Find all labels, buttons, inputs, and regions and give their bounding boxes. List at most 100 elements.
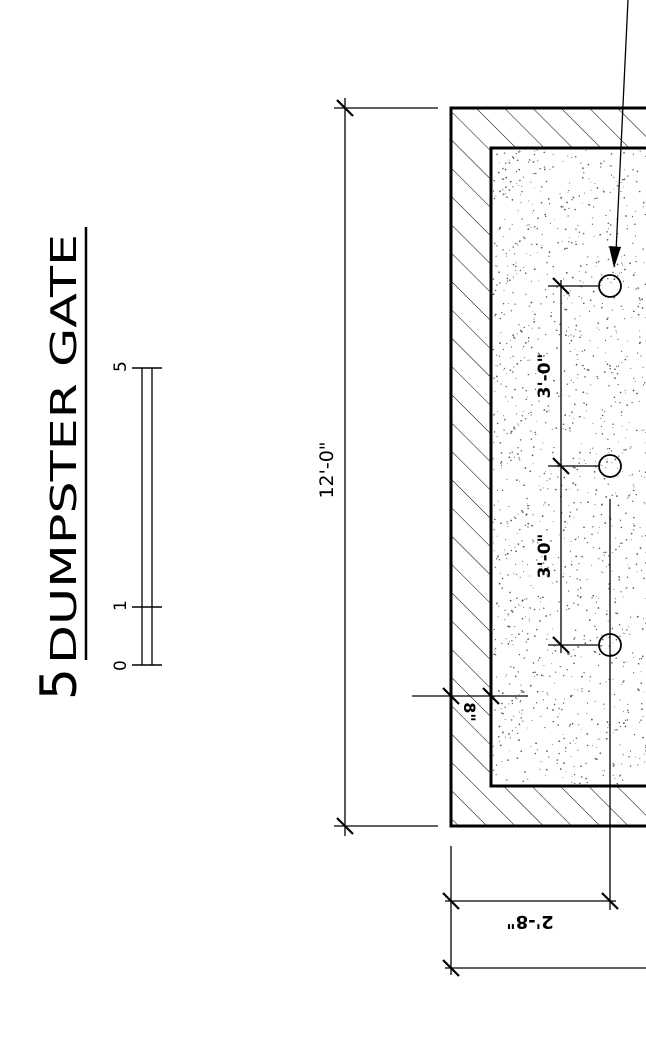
- stipple-dot: [575, 243, 577, 246]
- stipple-dot: [508, 615, 510, 617]
- stipple-dot: [592, 206, 595, 208]
- stipple-dot: [536, 749, 539, 751]
- stipple-dot: [622, 632, 624, 634]
- stipple-dot: [636, 615, 639, 618]
- stipple-dot: [598, 558, 600, 560]
- stipple-dot: [516, 597, 518, 600]
- stipple-dot: [579, 587, 582, 589]
- stipple-dot: [547, 566, 549, 568]
- stipple-dot: [630, 446, 632, 448]
- stipple-dot: [565, 330, 568, 332]
- stipple-dot: [578, 295, 580, 297]
- stipple-dot: [605, 681, 607, 683]
- stipple-dot: [532, 671, 534, 674]
- stipple-dot: [574, 318, 576, 320]
- stipple-dot: [644, 476, 646, 478]
- stipple-dot: [551, 663, 553, 665]
- stipple-dot: [506, 521, 508, 523]
- stipple-dot: [603, 477, 606, 480]
- stipple-dot: [515, 262, 517, 264]
- stipple-dot: [564, 566, 567, 568]
- stipple-dot: [505, 176, 508, 179]
- post-top: [598, 274, 622, 298]
- stipple-dot: [641, 475, 643, 477]
- stipple-dot: [627, 497, 629, 499]
- stipple-dot: [580, 728, 582, 730]
- stipple-dot: [495, 255, 497, 257]
- stipple-dot: [517, 532, 519, 534]
- stipple-dot: [595, 628, 598, 630]
- post-spacing-upper-label: 3'-0": [535, 354, 555, 399]
- stipple-dot: [579, 280, 580, 282]
- stipple-dot: [620, 411, 623, 413]
- stipple-dot: [552, 451, 554, 454]
- stipple-dot: [521, 691, 523, 694]
- stipple-dot: [548, 251, 551, 253]
- stipple-dot: [558, 713, 560, 715]
- stipple-dot: [642, 715, 644, 717]
- stipple-dot: [549, 168, 551, 170]
- stipple-dot: [573, 773, 576, 776]
- stipple-dot: [514, 242, 516, 244]
- stipple-dot: [588, 690, 590, 693]
- stipple-dot: [626, 587, 628, 589]
- stipple-dot: [568, 241, 570, 243]
- stipple-dot: [502, 178, 505, 180]
- stipple-dot: [626, 629, 628, 631]
- stipple-dot: [552, 265, 555, 268]
- stipple-dot: [612, 762, 614, 765]
- stipple-dot: [530, 430, 532, 432]
- stipple-dot: [527, 633, 529, 635]
- stipple-dot: [636, 352, 639, 354]
- stipple-dot: [496, 285, 498, 286]
- stipple-dot: [600, 417, 602, 419]
- stipple-dot: [597, 664, 600, 666]
- stipple-dot: [527, 727, 528, 729]
- stipple-dot: [518, 653, 521, 656]
- stipple-dot: [552, 520, 554, 522]
- stipple-dot: [511, 699, 514, 702]
- stipple-dot: [627, 175, 629, 177]
- stipple-dot: [517, 210, 519, 212]
- stipple-dot: [504, 609, 506, 611]
- stipple-dot: [512, 246, 514, 248]
- stipple-dot: [533, 321, 536, 323]
- stipple-dot: [575, 228, 577, 230]
- stipple-dot: [520, 359, 522, 362]
- stipple-dot: [590, 181, 591, 183]
- stipple-dot: [618, 721, 620, 724]
- stipple-dot: [629, 633, 631, 635]
- stipple-dot: [521, 185, 523, 187]
- stipple-dot: [552, 293, 554, 295]
- stipple-dot: [588, 310, 591, 313]
- stipple-dot: [642, 206, 644, 208]
- stipple-dot: [520, 750, 523, 753]
- stipple-dot: [625, 588, 627, 590]
- stipple-dot: [507, 400, 509, 402]
- stipple-dot: [632, 484, 635, 486]
- stipple-dot: [567, 522, 569, 524]
- stipple-dot: [633, 657, 634, 659]
- stipple-dot: [553, 682, 555, 684]
- stipple-dot: [514, 606, 516, 609]
- stipple-dot: [542, 487, 544, 489]
- stipple-dot: [533, 173, 535, 175]
- stipple-dot: [541, 234, 543, 236]
- stipple-dot: [566, 609, 568, 611]
- stipple-dot: [501, 702, 503, 705]
- stipple-dot: [608, 555, 610, 557]
- stipple-dot: [532, 161, 535, 163]
- stipple-dot: [528, 324, 530, 326]
- stipple-dot: [595, 493, 597, 495]
- stipple-dot: [554, 321, 556, 323]
- stipple-dot: [546, 638, 548, 640]
- stipple-dot: [627, 564, 629, 566]
- stipple-dot: [540, 303, 542, 305]
- stipple-dot: [531, 404, 533, 406]
- stipple-dot: [633, 516, 635, 519]
- stipple-dot: [527, 396, 529, 398]
- stipple-dot: [595, 489, 598, 491]
- stipple-dot: [511, 702, 514, 705]
- stipple-dot: [535, 702, 538, 704]
- stipple-dot: [607, 583, 609, 585]
